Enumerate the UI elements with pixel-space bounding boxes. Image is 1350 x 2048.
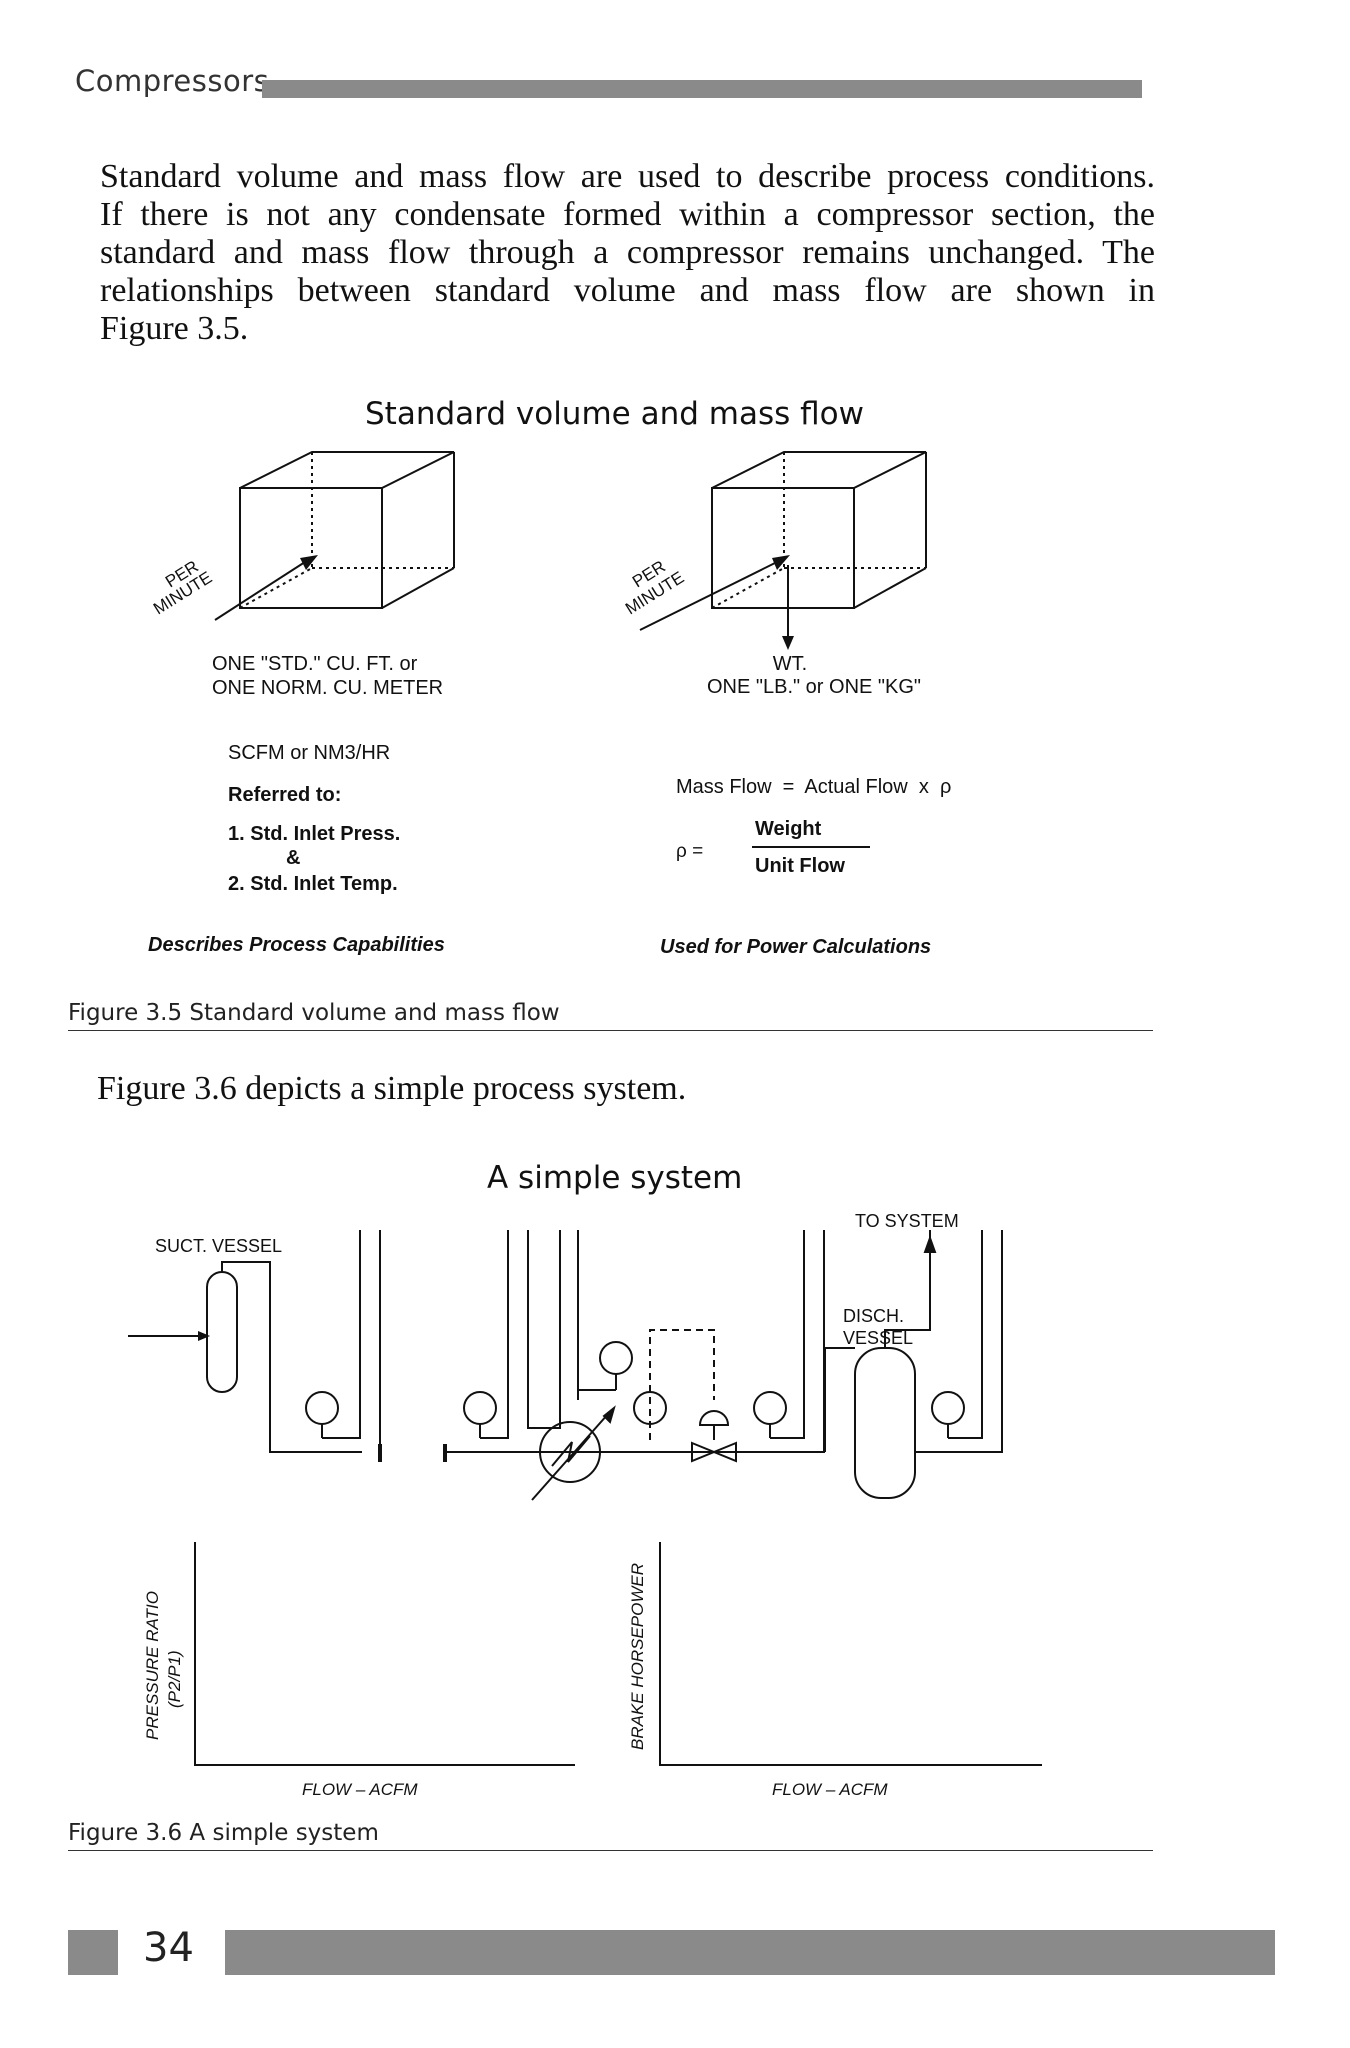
figure-3-5-caption: Figure 3.5 Standard volume and mass flow bbox=[68, 1000, 560, 1026]
figure-3-5-title: Standard volume and mass flow bbox=[365, 396, 864, 432]
gauge-1-icon bbox=[305, 1391, 339, 1438]
mid-paragraph: Figure 3.6 depicts a simple process syst… bbox=[97, 1070, 687, 1107]
figure-3-6-title: A simple system bbox=[487, 1160, 743, 1196]
intro-line-4: relationships between standard volume an… bbox=[100, 272, 1155, 309]
figure-3-6-process-diagram: SUCT. VESSEL TO SYSTEM DISCH. VESSEL bbox=[128, 1211, 1003, 1501]
disch-label-2: VESSEL bbox=[843, 1328, 913, 1348]
right-chart-axes bbox=[659, 1542, 1042, 1766]
footer-bar bbox=[225, 1930, 1275, 1975]
discharge-vessel-icon bbox=[854, 1347, 916, 1499]
mass-flow-equation: Mass Flow = Actual Flow x ρ bbox=[676, 776, 952, 798]
left-chart-axes bbox=[194, 1542, 575, 1766]
figure-3-6-caption: Figure 3.6 A simple system bbox=[68, 1820, 379, 1846]
figure-3-5-cubes: PER MINUTE PER MINUTE bbox=[150, 451, 927, 650]
rho-equation: ρ = bbox=[676, 841, 704, 862]
left-cube-icon bbox=[239, 451, 455, 609]
referred-item-2: 2. Std. Inlet Temp. bbox=[228, 873, 398, 895]
left-unit-line-2: ONE NORM. CU. METER bbox=[212, 677, 444, 699]
gauge-5-icon bbox=[753, 1391, 787, 1438]
suct-vessel-label: SUCT. VESSEL bbox=[155, 1236, 282, 1256]
right-unit-line: ONE "LB." or ONE "KG" bbox=[707, 676, 922, 698]
control-valve-icon bbox=[691, 1410, 737, 1463]
right-flow-arrow-icon bbox=[639, 555, 790, 631]
gauge-6-icon bbox=[931, 1391, 965, 1438]
referred-to-label: Referred to: bbox=[228, 784, 342, 806]
gauge-3-icon bbox=[599, 1341, 633, 1390]
to-system-label: TO SYSTEM bbox=[855, 1211, 959, 1231]
gauge-4-icon bbox=[633, 1391, 667, 1425]
fraction-bar bbox=[752, 846, 870, 848]
left-ylabel-2: (P2/P1) bbox=[165, 1650, 184, 1708]
weight-arrow-icon bbox=[782, 565, 794, 650]
intro-line-3: standard and mass flow through a compres… bbox=[100, 234, 1155, 271]
right-ylabel: BRAKE HORSEPOWER bbox=[628, 1563, 647, 1750]
right-footer-label: Used for Power Calculations bbox=[660, 936, 932, 958]
left-footer-label: Describes Process Capabilities bbox=[148, 934, 445, 956]
intro-line-1: Standard volume and mass flow are used t… bbox=[100, 158, 1155, 195]
to-system-arrow-icon bbox=[923, 1235, 937, 1320]
left-flow-arrow-icon bbox=[214, 555, 318, 621]
left-unit-block: ONE "STD." CU. FT. or ONE NORM. CU. METE… bbox=[212, 652, 443, 700]
figure-3-6-performance-axes: PRESSURE RATIO (P2/P1) BRAKE HORSEPOWER … bbox=[143, 1542, 1042, 1799]
inlet-arrowhead-icon bbox=[198, 1331, 210, 1341]
running-head: Compressors bbox=[75, 64, 270, 98]
intro-paragraph: Standard volume and mass flow are used t… bbox=[100, 158, 1155, 348]
right-xlabel: FLOW – ACFM bbox=[772, 1780, 888, 1799]
header-bar bbox=[262, 80, 1142, 98]
referred-amp: & bbox=[286, 847, 301, 869]
disch-label-1: DISCH. bbox=[843, 1306, 904, 1326]
left-ylabel: PRESSURE RATIO bbox=[143, 1591, 162, 1740]
suction-vessel-icon bbox=[206, 1261, 362, 1453]
fraction-denominator: Unit Flow bbox=[755, 855, 845, 877]
units-label: SCFM or NM3/HR bbox=[228, 742, 391, 764]
intro-line-2: If there is not any condensate formed wi… bbox=[100, 196, 1155, 233]
left-xlabel: FLOW – ACFM bbox=[302, 1780, 418, 1799]
right-cube-icon bbox=[711, 451, 927, 609]
footer-square bbox=[68, 1930, 118, 1975]
left-unit-line-1: ONE "STD." CU. FT. or bbox=[212, 653, 418, 675]
referred-item-1: 1. Std. Inlet Press. bbox=[228, 823, 401, 845]
wt-label: WT. bbox=[772, 653, 808, 675]
figure-3-5-rule bbox=[68, 1030, 1153, 1031]
cooler-icon bbox=[531, 1405, 616, 1501]
fraction-numerator: Weight bbox=[755, 818, 822, 840]
page-number: 34 bbox=[143, 1925, 194, 1971]
intro-line-5: Figure 3.5. bbox=[100, 310, 249, 347]
gauge-2-icon bbox=[463, 1391, 497, 1438]
figure-3-6-rule bbox=[68, 1850, 1153, 1851]
